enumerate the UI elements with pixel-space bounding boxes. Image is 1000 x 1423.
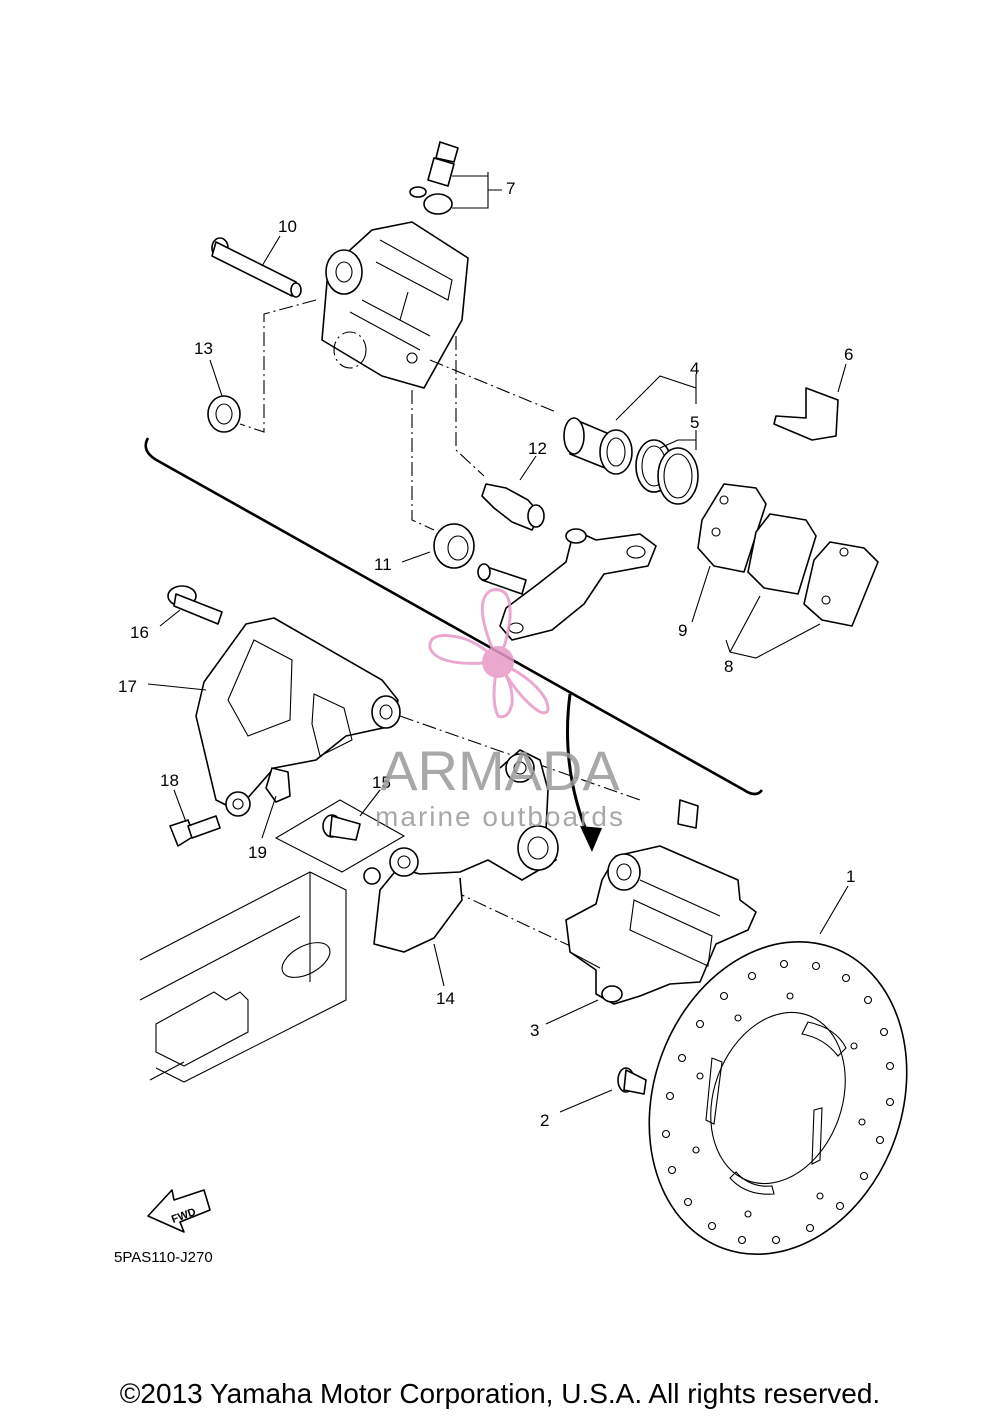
callout-11: 11	[374, 555, 392, 574]
clip-part-19	[265, 767, 291, 803]
callout-13: 13	[194, 339, 213, 358]
disc-bolt-part	[617, 1067, 647, 1095]
bushing-part-11	[433, 523, 475, 569]
watermark-propeller-logo	[428, 588, 550, 719]
bolt-part-16	[167, 585, 223, 625]
callout-18: 18	[160, 771, 179, 790]
guide-line	[239, 299, 317, 433]
group-bracket-line	[144, 437, 764, 796]
caliper-bracket-upper	[477, 528, 657, 641]
callout-9: 9	[678, 621, 687, 640]
callout-15: 15	[372, 773, 391, 792]
fwd-arrow-icon: FWD	[147, 1189, 211, 1233]
part-code: 5PAS110-J270	[114, 1249, 213, 1266]
callout-5: 5	[690, 413, 699, 432]
watermark-tagline: marine outboards	[375, 801, 625, 832]
callout-10: 10	[278, 217, 297, 236]
guide-line	[429, 359, 557, 413]
caliper-holder-part	[363, 749, 559, 953]
callout-19: 19	[248, 843, 267, 862]
assembly-arrow	[566, 693, 592, 841]
upper-caliper-body	[321, 221, 469, 389]
callout-1: 1	[846, 867, 855, 886]
bleed-screw-part	[409, 141, 459, 215]
brake-pads-part	[747, 513, 879, 627]
slide-pin-part	[211, 237, 302, 298]
bolt-part-15	[322, 814, 361, 841]
assembly-outline	[274, 799, 406, 873]
leader-lines	[147, 172, 849, 1113]
bushing-part-12	[481, 483, 545, 531]
callout-16: 16	[130, 623, 149, 642]
pad-shim-part	[697, 483, 767, 573]
callout-4: 4	[690, 359, 699, 378]
brake-bracket-part-17	[195, 617, 401, 817]
callout-12: 12	[528, 439, 547, 458]
callout-2: 2	[540, 1111, 549, 1130]
swingarm-section	[139, 871, 347, 1083]
watermark-name: ARMADA	[380, 739, 620, 802]
callout-6: 6	[844, 345, 853, 364]
guide-line	[455, 336, 485, 477]
assembly-arrow-head	[580, 826, 602, 852]
callout-7: 7	[506, 179, 515, 198]
boot-part-13	[207, 395, 241, 433]
piston-part	[563, 417, 633, 475]
pad-spring-part	[773, 387, 839, 441]
brake-disc-part	[648, 940, 908, 1256]
guide-line	[411, 390, 435, 531]
callout-labels: 1 2 3 4 5 6 7 8 9 10 11 12 13 14 15 16 1…	[118, 179, 855, 1130]
callout-14: 14	[436, 989, 455, 1008]
disc-holes	[661, 959, 895, 1245]
callout-17: 17	[118, 677, 137, 696]
callout-8: 8	[724, 657, 733, 676]
bolt-part-18	[169, 815, 221, 847]
copyright-footer: ©2013 Yamaha Motor Corporation, U.S.A. A…	[119, 1378, 881, 1409]
caliper-assembly-part-3	[565, 799, 757, 1005]
callout-3: 3	[530, 1021, 539, 1040]
piston-seals-part	[635, 439, 699, 505]
